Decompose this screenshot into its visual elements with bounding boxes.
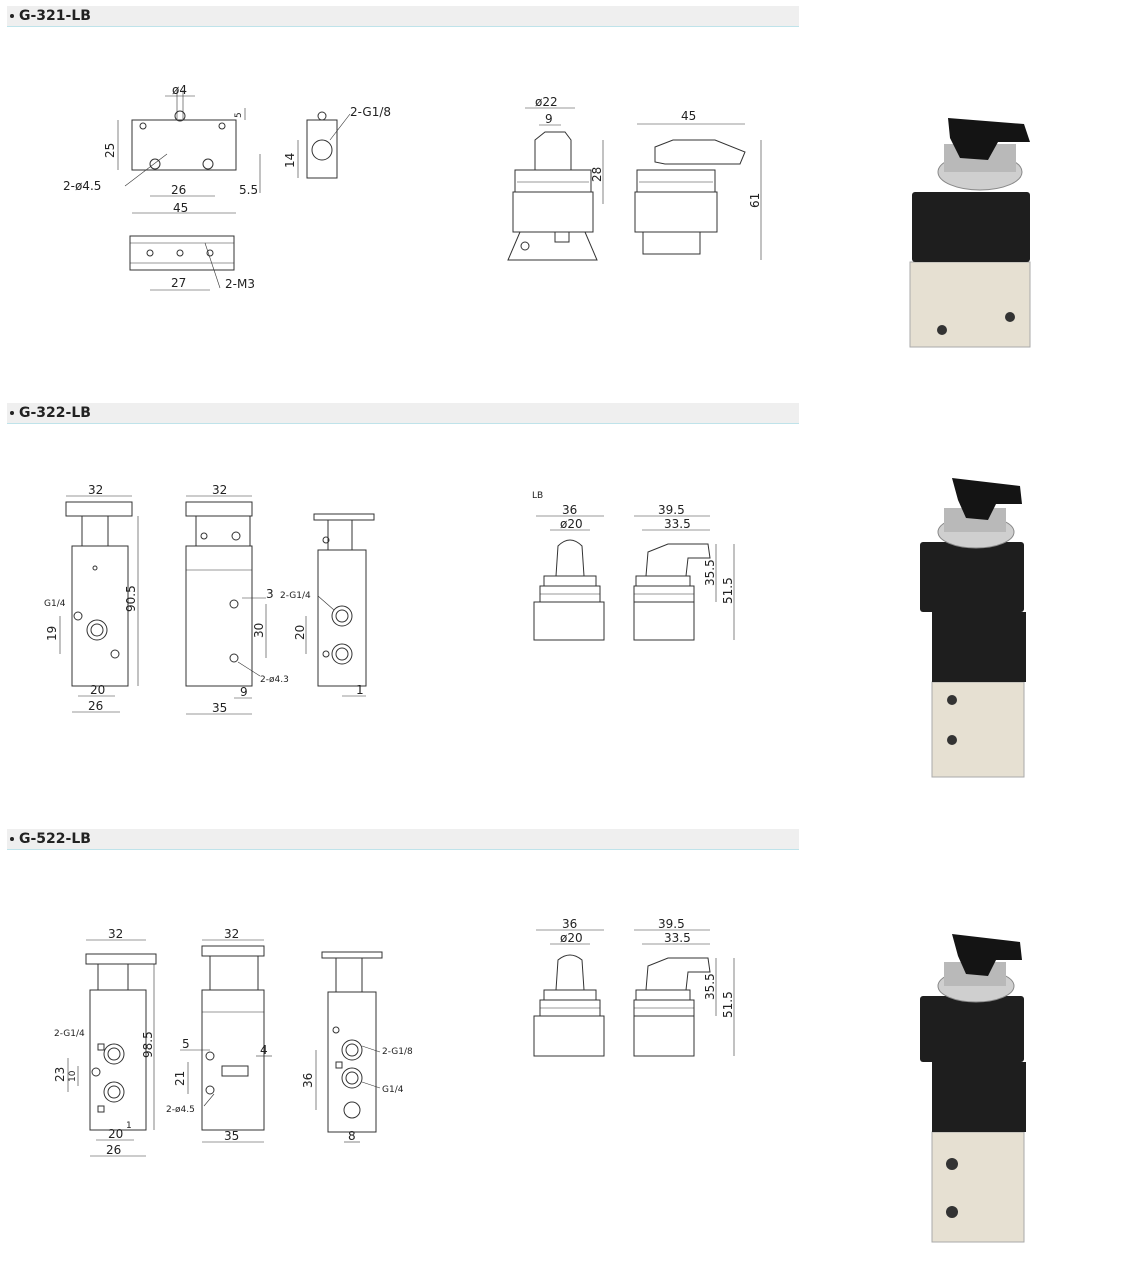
dim-5-5: 5.5 <box>239 183 258 197</box>
dim-phi20: ø20 <box>560 931 583 945</box>
section-header: G-321-LB <box>7 6 799 27</box>
bullet-icon <box>10 411 14 415</box>
dim-14: 14 <box>283 153 297 168</box>
product-photo-g321lb <box>909 118 1031 348</box>
drawing-g321-side: 2-G1/8 14 <box>283 105 391 179</box>
drawing-g321-front: ø4 5 25 2-ø4.5 26 45 5.5 2-M3 27 <box>63 83 261 291</box>
dim-45: 45 <box>173 201 188 215</box>
dim-phi22: ø22 <box>535 95 558 109</box>
dim-19: 19 <box>45 626 59 641</box>
dim-w32a: 32 <box>108 927 123 941</box>
dim-26: 26 <box>106 1143 121 1157</box>
dim-d36: 36 <box>562 503 577 517</box>
dim-9: 9 <box>545 112 553 126</box>
section-title: G-321-LB <box>19 8 91 24</box>
dim-phi20: ø20 <box>560 517 583 531</box>
product-photo-g322lb <box>920 478 1026 778</box>
dim-d39-5: 39.5 <box>658 917 685 931</box>
dim-h45: 45 <box>681 109 696 123</box>
dim-d35-5: 35.5 <box>703 559 717 586</box>
bullet-icon <box>10 837 14 841</box>
drawing-g322-knob: LB 36 ø20 39.5 33.5 35.5 51.5 <box>532 491 735 641</box>
dim-hole: 2-ø4.3 <box>260 675 289 685</box>
dim-w32a: 32 <box>88 483 103 497</box>
bullet-icon <box>10 14 14 18</box>
section-header: G-322-LB <box>7 403 799 424</box>
dim-h90-5: 90.5 <box>124 585 138 612</box>
section-g522lb: G-522-LB 32 2-G1/4 23 10 98.5 20 1 26 32 <box>0 822 1126 1265</box>
dim-g18: 2-G1/8 <box>350 105 391 119</box>
drawing-g322-side: 32 3 30 2-ø4.3 9 35 <box>185 483 289 715</box>
dim-27: 27 <box>171 276 186 290</box>
dim-g14: G1/4 <box>382 1085 404 1095</box>
dim-26: 26 <box>171 183 186 197</box>
dim-30: 30 <box>252 623 266 638</box>
dim-m3: 2-M3 <box>225 277 255 291</box>
dim-61: 61 <box>748 193 762 208</box>
section-g321lb: G-321-LB ø4 5 25 2-ø4.5 26 45 5.5 2-M3 2… <box>0 0 1126 390</box>
dim-d33-5: 33.5 <box>664 931 691 945</box>
dim-3: 3 <box>266 587 274 601</box>
dim-20: 20 <box>108 1127 123 1141</box>
dim-20: 20 <box>90 683 105 697</box>
dim-36: 36 <box>301 1073 315 1088</box>
label-lb: LB <box>532 491 543 501</box>
dim-35: 35 <box>212 701 227 715</box>
dim-d36b: 36 <box>562 917 577 931</box>
dim-5: 5 <box>234 112 244 118</box>
drawing-g322-front: 32 G1/4 19 90.5 20 26 <box>44 483 139 713</box>
dim-35: 35 <box>224 1129 239 1143</box>
dim-1: 1 <box>356 683 364 697</box>
dim-h98-5: 98.5 <box>141 1031 155 1058</box>
dim-d51-5: 51.5 <box>721 991 735 1018</box>
dim-20b: 20 <box>293 625 307 640</box>
dim-25: 25 <box>103 143 117 158</box>
section-title: G-322-LB <box>19 405 91 421</box>
dim-28: 28 <box>590 167 604 182</box>
product-photo-g522lb <box>920 934 1026 1243</box>
dim-8: 8 <box>348 1129 356 1143</box>
dim-w32b: 32 <box>224 927 239 941</box>
dim-21: 21 <box>173 1071 187 1086</box>
dim-4: 4 <box>260 1043 268 1057</box>
drawing-g522-front: 32 2-G1/4 23 10 98.5 20 1 26 <box>53 927 157 1157</box>
dim-g18: 2-G1/8 <box>382 1047 413 1057</box>
dim-d33-5: 33.5 <box>664 517 691 531</box>
drawing-g522-side: 32 5 21 4 2-ø4.5 35 <box>166 927 272 1143</box>
dim-g14: G1/4 <box>44 599 66 609</box>
dim-w32b: 32 <box>212 483 227 497</box>
dim-g14b: 2-G1/4 <box>280 591 311 601</box>
dim-d35-5: 35.5 <box>703 973 717 1000</box>
dim-1: 1 <box>126 1121 132 1131</box>
dim-hole: 2-ø4.5 <box>63 179 101 193</box>
section-g322lb: G-322-LB 32 G1/4 19 90.5 20 26 32 3 30 <box>0 396 1126 816</box>
dim-d51-5: 51.5 <box>721 577 735 604</box>
dim-10: 10 <box>68 1070 78 1082</box>
dim-9: 9 <box>240 685 248 699</box>
dim-d39-5: 39.5 <box>658 503 685 517</box>
section-header: G-522-LB <box>7 829 799 850</box>
drawing-g321-knob: ø22 9 28 45 61 <box>507 95 762 261</box>
dim-g14a: 2-G1/4 <box>54 1029 85 1039</box>
section-title: G-522-LB <box>19 831 91 847</box>
drawing-g522-knob: 36 ø20 39.5 33.5 35.5 51.5 <box>533 917 735 1057</box>
dim-hole: 2-ø4.5 <box>166 1105 195 1115</box>
dim-23: 23 <box>53 1067 67 1082</box>
dim-phi4: ø4 <box>172 83 187 97</box>
dim-5: 5 <box>182 1037 190 1051</box>
dim-26: 26 <box>88 699 103 713</box>
drawing-g322-back: 2-G1/4 20 1 <box>280 513 375 697</box>
drawing-g522-back: 2-G1/8 G1/4 36 8 <box>301 951 413 1143</box>
